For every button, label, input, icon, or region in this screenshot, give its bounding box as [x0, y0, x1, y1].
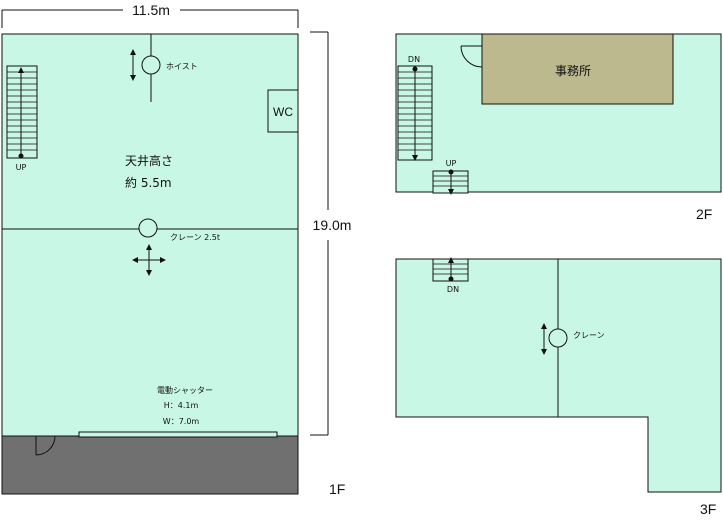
depth-label: 19.0m: [313, 217, 352, 233]
stair-1f-up-label: UP: [16, 163, 27, 172]
width-label: 11.5m: [132, 2, 170, 18]
crane-3f-label: クレーン: [573, 331, 605, 340]
shutter-width: W：7.0m: [163, 417, 200, 426]
office-room: [481, 33, 674, 105]
ceiling-label: 天井高さ: [125, 153, 173, 168]
crane-circle-icon: [138, 218, 158, 238]
depth-dimension: 19.0m: [310, 31, 352, 436]
floor-2f-label: 2F: [696, 206, 712, 222]
floor-1f: 11.5m 19.0m ホイスト WC: [1, 2, 352, 497]
stair-2f-down-icon: [397, 65, 433, 161]
hoist-label: ホイスト: [166, 62, 198, 71]
ceiling-value: 約 5.5m: [125, 175, 172, 190]
stair-2f-up-label: UP: [446, 159, 457, 168]
shutter-title: 電動シャッター: [157, 386, 213, 395]
floor-3f-label: 3F: [700, 501, 716, 517]
apron-area: [1, 435, 299, 495]
stair-2f-dn-label: DN: [408, 55, 420, 64]
door-swing-icon: [35, 435, 56, 456]
stair-3f-down-icon: [432, 257, 469, 282]
floor-3f: DN クレーン 3F: [395, 257, 722, 517]
floor-1f-label: 1F: [329, 481, 345, 497]
shutter-height: H：4.1m: [164, 401, 199, 410]
office-label: 事務所: [555, 64, 591, 78]
stair-3f-dn-label: DN: [447, 285, 459, 294]
crane-1f-label: クレーン 2.5t: [170, 233, 220, 242]
width-dimension: 11.5m: [1, 2, 299, 28]
door-office-icon: [460, 45, 483, 68]
wc-room: [267, 89, 299, 133]
crane-move-arrows-icon: [132, 244, 166, 276]
crane-3f-circle-icon: [548, 328, 568, 348]
wc-label: WC: [273, 105, 293, 119]
hoist-circle-icon: [141, 55, 161, 75]
stair-2f-up-icon: [432, 169, 469, 195]
stair-1f-icon: [6, 65, 38, 159]
floor-2f: 事務所: [395, 33, 722, 222]
shutter-opening: [78, 431, 278, 438]
